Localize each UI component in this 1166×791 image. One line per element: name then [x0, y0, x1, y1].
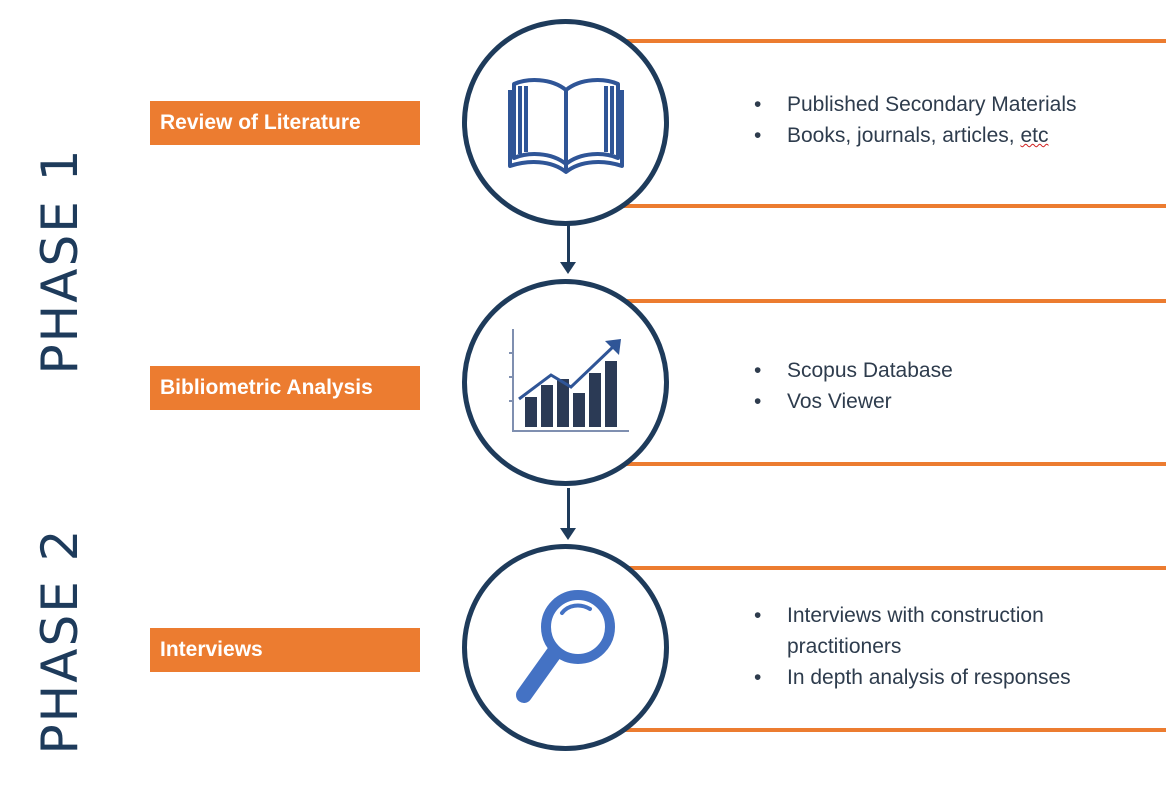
step-3-circle	[462, 544, 669, 751]
bullet-item: Vos Viewer	[752, 386, 953, 417]
bullet-item: Scopus Database	[752, 355, 953, 386]
arrow-down-icon	[560, 262, 576, 274]
bullet-item: Published Secondary Materials	[752, 89, 1077, 120]
open-book-icon	[507, 77, 624, 174]
step-2-bullets: Scopus Database Vos Viewer	[752, 355, 953, 417]
phase-1-label: PHASE 1	[31, 147, 89, 375]
bar-chart-trend-icon	[508, 328, 629, 432]
step-2-bottom-line	[600, 462, 1166, 466]
spellcheck-word: etc	[1020, 124, 1049, 147]
bullet-text: Published Secondary Materials	[787, 93, 1077, 116]
step-3-bottom-line	[600, 728, 1166, 732]
step-3-bullets: Interviews with construction practitione…	[752, 600, 1142, 693]
step-1-top-line	[600, 39, 1166, 43]
bullet-text: Interviews with construction practitione…	[787, 604, 1044, 658]
bullet-item: Interviews with construction practitione…	[752, 600, 1142, 662]
magnifying-glass-icon	[515, 589, 615, 703]
connector-1-2	[567, 225, 570, 265]
step-3-top-line	[600, 566, 1166, 570]
step-1-bottom-line	[600, 204, 1166, 208]
step-1-circle	[462, 19, 669, 226]
bullet-text: In depth analysis of responses	[787, 666, 1071, 689]
bullet-text: Scopus Database	[787, 359, 953, 382]
bullet-text: Books, journals, articles,	[787, 124, 1021, 147]
bullet-item: Books, journals, articles, etc	[752, 120, 1077, 151]
step-2-circle	[462, 279, 669, 486]
phase-2-label: PHASE 2	[31, 527, 89, 755]
step-label-interviews: Interviews	[150, 628, 420, 672]
connector-2-3	[567, 488, 570, 532]
step-1-bullets: Published Secondary Materials Books, jou…	[752, 89, 1077, 151]
step-2-top-line	[600, 299, 1166, 303]
bullet-item: In depth analysis of responses	[752, 662, 1142, 693]
bullet-text: Vos Viewer	[787, 390, 892, 413]
step-label-review-of-literature: Review of Literature	[150, 101, 420, 145]
arrow-down-icon	[560, 528, 576, 540]
step-label-bibliometric-analysis: Bibliometric Analysis	[150, 366, 420, 410]
